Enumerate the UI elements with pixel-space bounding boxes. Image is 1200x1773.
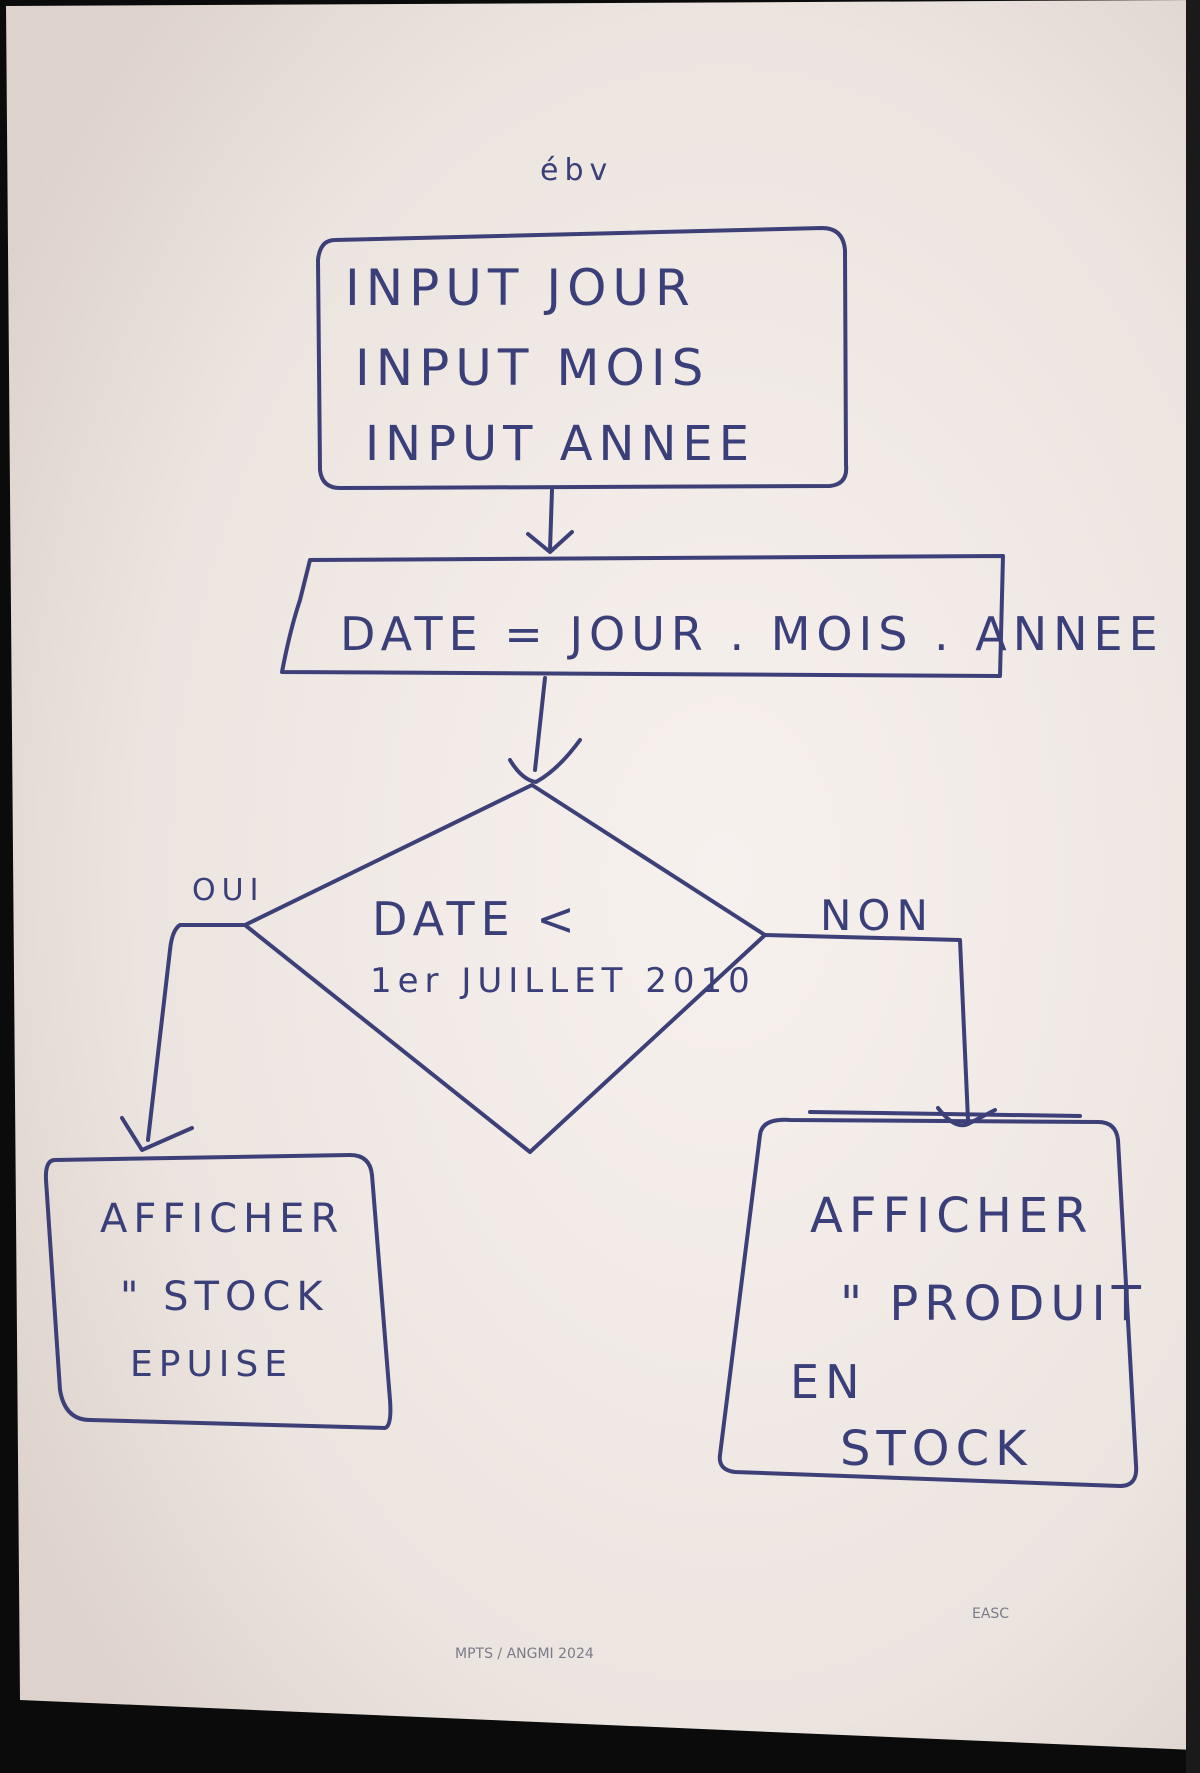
right-line-1: AFFICHER	[810, 1188, 1094, 1244]
process-box	[280, 554, 1005, 678]
input-line-2: INPUT MOIS	[355, 339, 709, 397]
decision-diamond	[243, 783, 767, 1154]
right-box-top-line	[808, 1110, 1082, 1118]
input-line-3: INPUT ANNEE	[365, 416, 755, 472]
input-box	[316, 226, 849, 490]
process-text: DATE = JOUR . MOIS . ANNEE	[340, 607, 1164, 661]
arrow-input-to-process	[526, 488, 574, 554]
top-mark: ébv	[540, 153, 613, 188]
photo-edge	[1186, 0, 1200, 1773]
right-line-3: EN	[790, 1355, 865, 1409]
arrow-yes-branch	[120, 923, 247, 1152]
left-line-1: AFFICHER	[100, 1196, 344, 1242]
left-result-box	[43, 1153, 393, 1430]
left-line-3: EPUISE	[130, 1344, 293, 1385]
footer-center: MPTS / ANGMI 2024	[455, 1646, 594, 1662]
right-line-4: STOCK	[840, 1421, 1033, 1477]
footer-right: EASC	[972, 1606, 1009, 1622]
right-line-2: " PRODUIT	[840, 1276, 1147, 1332]
decision-line-2: 1er JUILLET 2010	[370, 961, 756, 1001]
arrow-process-to-decision	[508, 676, 582, 784]
input-line-1: INPUT JOUR	[345, 259, 696, 317]
right-result-box	[717, 1117, 1139, 1488]
decision-line-1: DATE <	[372, 892, 581, 946]
paper-sheet	[6, 0, 1200, 1750]
no-label: NON	[820, 891, 934, 940]
yes-label: OUI	[192, 873, 264, 908]
left-line-2: " STOCK	[120, 1274, 329, 1320]
